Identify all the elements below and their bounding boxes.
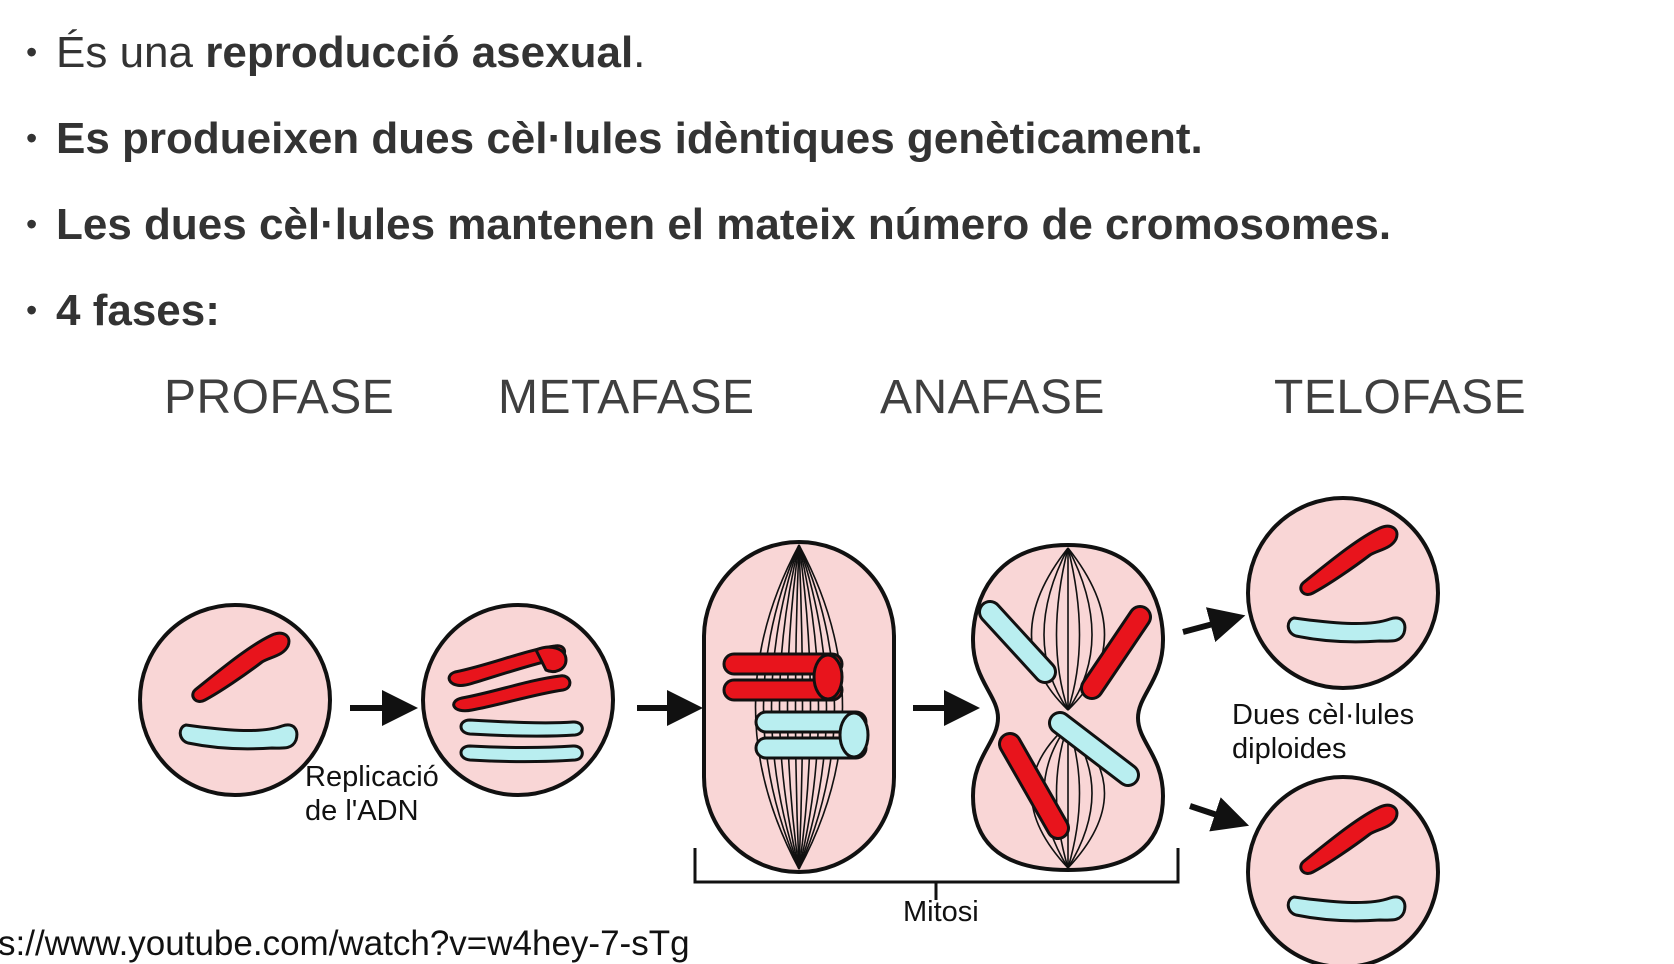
daughter-cells-label: Dues cèl·lules diploides: [1232, 698, 1414, 766]
replication-label: Replicació de l'ADN: [305, 760, 439, 828]
replication-label-line2: de l'ADN: [305, 794, 439, 828]
cell-anaphase: [973, 545, 1163, 870]
replication-label-line1: Replicació: [305, 760, 439, 794]
daughter-label-line2: diploides: [1232, 732, 1414, 766]
daughter-cell-top: [1248, 498, 1438, 688]
daughter-label-line1: Dues cèl·lules: [1232, 698, 1414, 732]
blue-sister-chromatid: [461, 746, 582, 762]
arrow-5-down: [1190, 806, 1232, 820]
arrow-4-up: [1183, 620, 1228, 632]
source-url-link[interactable]: s://www.youtube.com/watch?v=w4hey-7-sTg: [0, 924, 690, 964]
daughter-cell-bottom: [1248, 777, 1438, 964]
cell-replicated: [423, 605, 613, 795]
cell-metaphase: [704, 542, 894, 872]
blue-sister-chromatid: [461, 720, 582, 736]
cell-initial: [140, 605, 330, 795]
mitosis-label: Mitosi: [903, 895, 979, 929]
blue-centromere-end: [840, 713, 868, 757]
red-centromere-end: [814, 655, 842, 699]
